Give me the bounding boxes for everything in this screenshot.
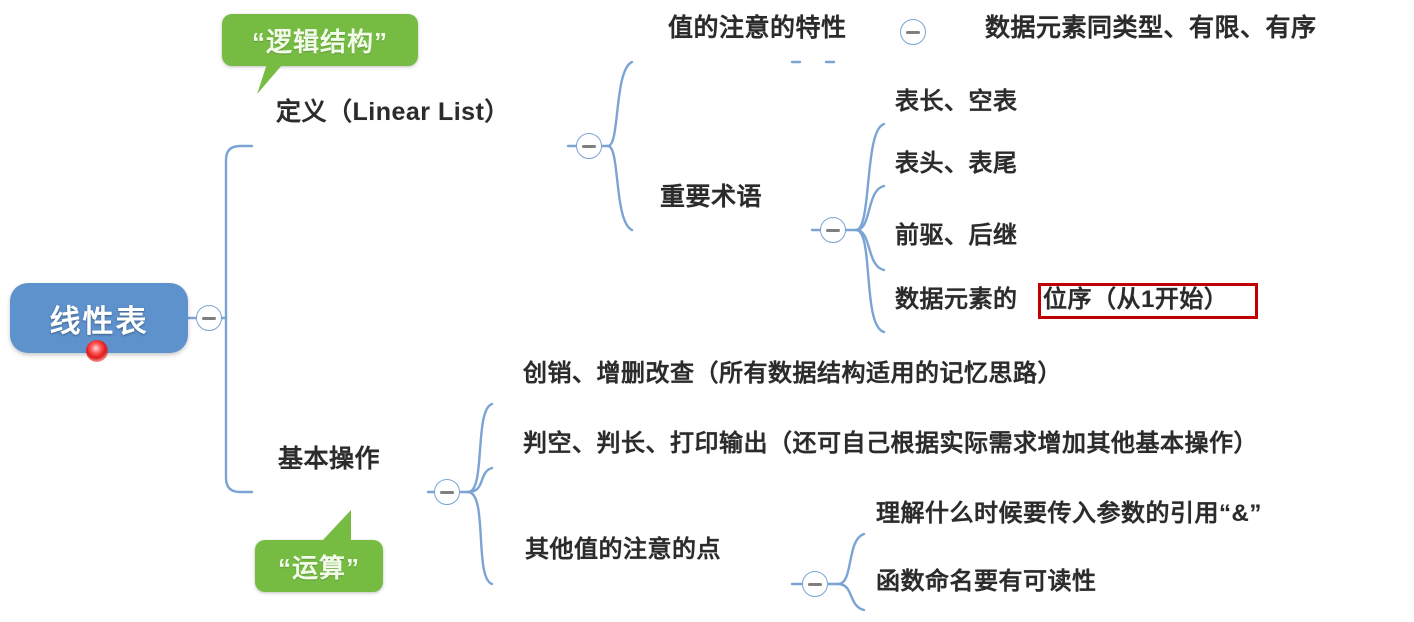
toggle-root[interactable]	[196, 305, 222, 331]
toggle-basic-operations[interactable]	[434, 479, 460, 505]
node-label-other-notes[interactable]: 其他值的注意的点	[525, 536, 721, 563]
toggle-definition[interactable]	[576, 133, 602, 159]
callout-operation: “运算”	[255, 510, 383, 592]
toggle-value-traits[interactable]	[900, 19, 926, 45]
node-label-traits-detail[interactable]: 数据元素同类型、有限、有序	[985, 14, 1317, 42]
node-label-term-1[interactable]: 表长、空表	[895, 88, 1018, 115]
node-label-term-3[interactable]: 前驱、后继	[895, 222, 1018, 249]
node-label-op-1[interactable]: 创销、增删改查（所有数据结构适用的记忆思路）	[523, 360, 1062, 387]
node-label-basic-operations[interactable]: 基本操作	[278, 445, 381, 473]
node-label-term-2[interactable]: 表头、表尾	[895, 150, 1018, 177]
node-label-terms[interactable]: 重要术语	[660, 183, 763, 211]
node-label-definition[interactable]: 定义（Linear List）	[276, 98, 510, 126]
highlight-box-position-index	[1038, 283, 1258, 319]
node-label-term-4-prefix[interactable]: 数据元素的	[895, 286, 1018, 313]
callout-logic-structure: “逻辑结构”	[222, 14, 418, 94]
red-dot-marker	[86, 340, 108, 362]
node-label-note-1[interactable]: 理解什么时候要传入参数的引用“&”	[876, 500, 1262, 527]
callout-operation-label: “运算”	[277, 552, 360, 583]
toggle-terms[interactable]	[820, 217, 846, 243]
callout-operation-tail	[307, 510, 351, 542]
root-node-label: 线性表	[49, 303, 149, 339]
toggle-other-notes[interactable]	[802, 571, 828, 597]
node-label-op-2[interactable]: 判空、判长、打印输出（还可自己根据实际需求增加其他基本操作）	[523, 430, 1258, 457]
node-label-value-traits[interactable]: 值的注意的特性	[668, 14, 847, 42]
node-label-term-4-highlighted[interactable]: 位序（从1开始）	[1043, 286, 1229, 313]
node-label-note-2[interactable]: 函数命名要有可读性	[876, 568, 1097, 595]
callout-logic-label: “逻辑结构”	[251, 26, 388, 57]
